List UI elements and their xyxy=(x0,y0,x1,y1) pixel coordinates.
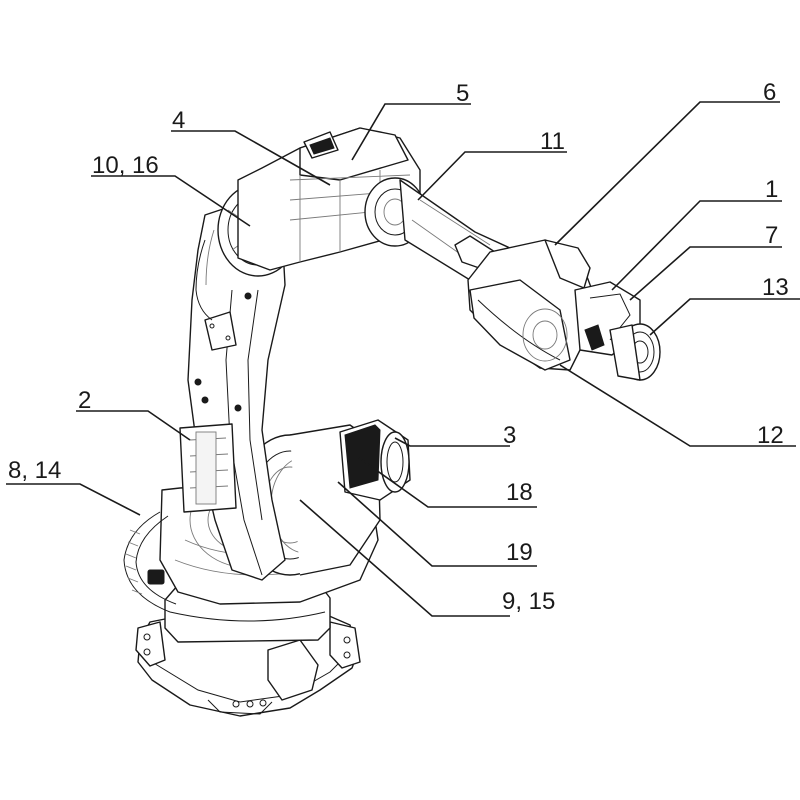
callout-11: 11 xyxy=(540,128,565,155)
callout-9-15: 9, 15 xyxy=(502,588,555,615)
upper-arm-housing xyxy=(237,127,426,271)
callout-13: 13 xyxy=(762,274,789,301)
wrist-assembly xyxy=(467,239,661,381)
callout-3: 3 xyxy=(503,422,516,449)
leader-lines xyxy=(6,101,800,617)
lower-arm xyxy=(179,199,286,581)
callout-7: 7 xyxy=(765,222,778,249)
callout-8-14: 8, 14 xyxy=(8,457,61,484)
callout-10-16: 10, 16 xyxy=(92,152,159,179)
axis3-motor xyxy=(339,419,411,501)
callout-6: 6 xyxy=(763,79,776,106)
callout-labels: 5 4 10, 16 11 6 1 7 13 12 2 3 18 19 9, 1… xyxy=(8,79,789,615)
cable-harness xyxy=(123,229,215,613)
callout-18: 18 xyxy=(506,479,533,506)
callout-1: 1 xyxy=(765,176,778,203)
callout-4: 4 xyxy=(172,107,185,134)
robot-base xyxy=(135,584,361,717)
callout-12: 12 xyxy=(757,422,784,449)
callout-2: 2 xyxy=(78,387,91,414)
callout-19: 19 xyxy=(506,539,533,566)
callout-5: 5 xyxy=(456,80,469,107)
